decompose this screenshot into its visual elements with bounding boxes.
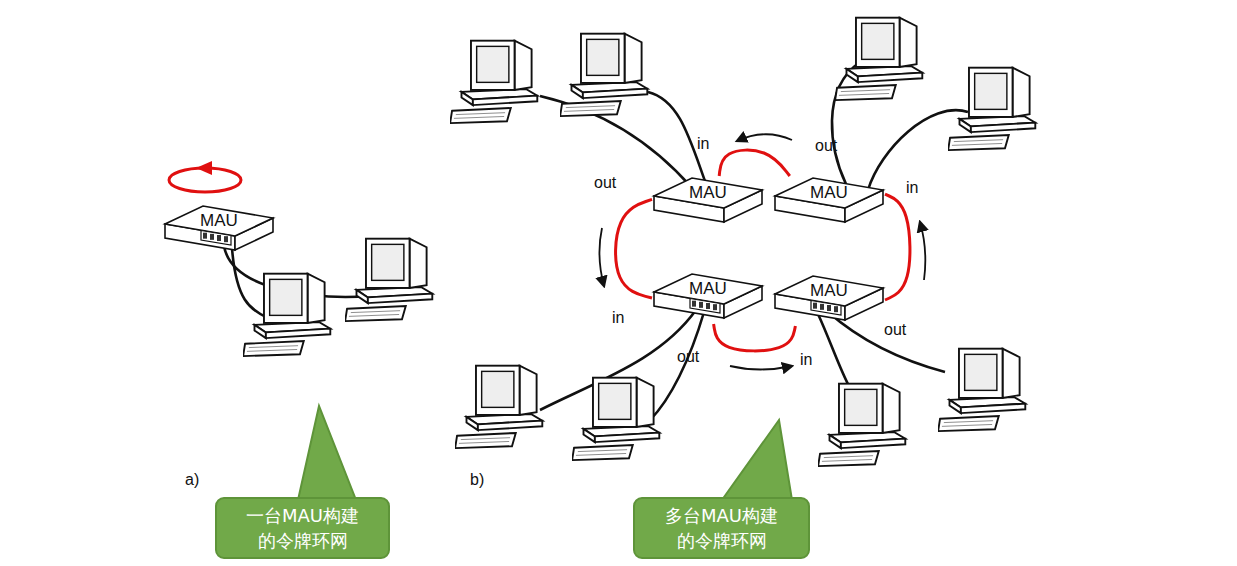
mau-port-panel (201, 231, 231, 246)
device-label: MAU (163, 211, 275, 231)
mau-port (834, 306, 838, 312)
port-direction: in (906, 179, 918, 197)
mau-hub: MAU (652, 272, 764, 324)
computer (948, 68, 1035, 150)
mau-hub: MAU (773, 274, 885, 326)
ring-arrowhead (196, 161, 212, 175)
computer (938, 349, 1025, 431)
device-label: MAU (773, 281, 885, 301)
mau-port (713, 304, 717, 310)
device-label: MAU (773, 183, 885, 203)
port-direction: in (697, 135, 709, 153)
mau-hub: MAU (773, 176, 885, 228)
ring-direction (169, 161, 241, 192)
computer (572, 378, 659, 460)
mau-hub: MAU (652, 176, 764, 228)
direction-arrow (599, 228, 604, 286)
computer (243, 274, 330, 356)
mau-port (706, 303, 710, 309)
computer (818, 384, 905, 466)
panel-letter: a) (185, 471, 199, 489)
ring-cable (714, 324, 796, 351)
mau-port (813, 303, 817, 309)
port-direction: out (594, 174, 616, 192)
ring-cable (719, 150, 790, 176)
computer (450, 41, 537, 123)
network-cable (650, 312, 704, 420)
mau-port (217, 235, 221, 241)
port-direction: out (884, 321, 906, 339)
mau-port-panel (811, 301, 841, 316)
mau-hub: MAU (163, 204, 275, 256)
callout-box: 多台MAU构建的令牌环网 (633, 497, 810, 559)
ring-cable (616, 199, 652, 298)
mau-port (210, 234, 214, 240)
computer (560, 34, 647, 116)
device-label: MAU (652, 183, 764, 203)
panel-letter: b) (470, 471, 484, 489)
computer (345, 239, 432, 321)
port-direction: in (612, 309, 624, 327)
port-direction: out (677, 348, 699, 366)
mau-port (224, 236, 228, 242)
network-cable (828, 312, 945, 372)
mau-port (699, 302, 703, 308)
direction-arrow (737, 134, 792, 141)
callout-pointer (722, 420, 792, 500)
callout-text: 多台MAU构建的令牌环网 (661, 503, 782, 553)
computer (835, 18, 922, 100)
mau-port-panel (690, 299, 720, 314)
computers (243, 18, 1035, 466)
mau-port (692, 301, 696, 307)
direction-arrow (920, 222, 925, 280)
ring-cable (885, 194, 910, 300)
network-cable (232, 248, 268, 318)
port-direction: in (800, 351, 812, 369)
port-direction: out (815, 137, 837, 155)
mau-port (827, 305, 831, 311)
mau-port (203, 233, 207, 239)
device-label: MAU (652, 279, 764, 299)
mau-port (820, 304, 824, 310)
computer (455, 366, 542, 448)
flow-arrows (599, 134, 925, 369)
callout-text: 一台MAU构建的令牌环网 (243, 503, 362, 553)
callout-pointers (298, 406, 792, 500)
callout-pointer (298, 406, 356, 500)
direction-arrow (730, 366, 792, 370)
callout-box: 一台MAU构建的令牌环网 (215, 497, 390, 559)
